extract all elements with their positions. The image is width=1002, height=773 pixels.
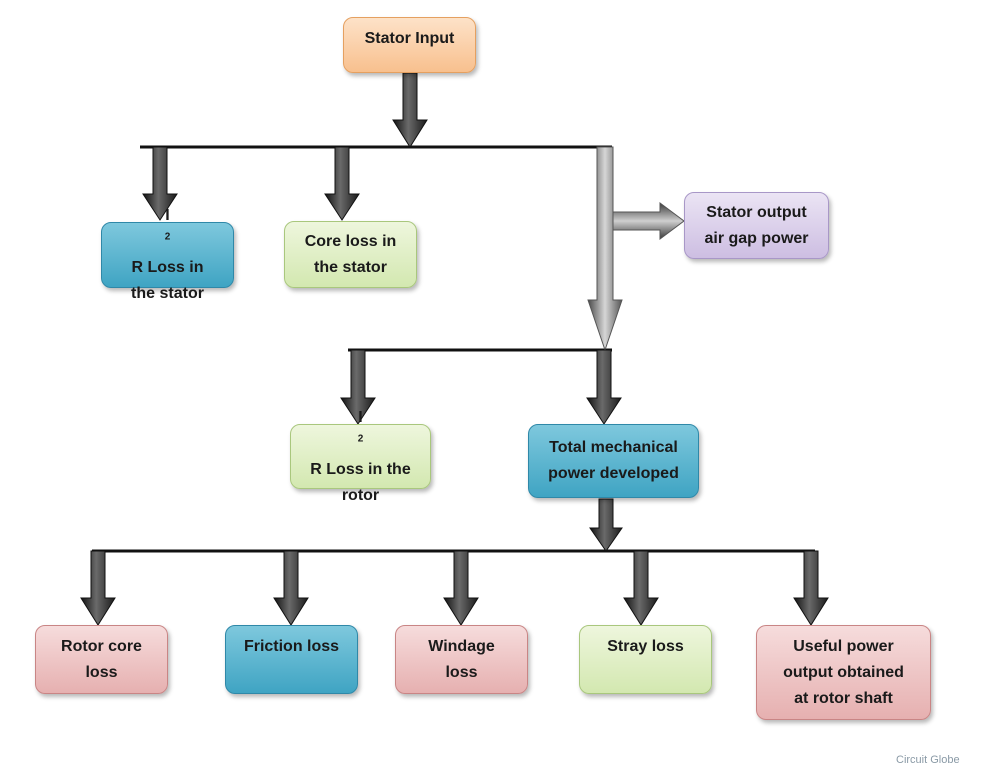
- label-superscript: 2: [357, 433, 364, 445]
- node-label-line2: loss: [445, 663, 478, 681]
- node-label-line1: I 2 R Loss in: [131, 203, 204, 281]
- arrow-to-total-mech: [586, 349, 622, 425]
- arrow-stator-input-down: [392, 72, 428, 148]
- node-stator-input: Stator Input: [343, 17, 476, 73]
- label-prefix: I: [165, 207, 170, 224]
- node-friction-loss: Friction loss: [225, 625, 358, 694]
- arrow-to-rotor-core: [80, 550, 116, 626]
- node-i2r-loss-rotor: I 2 R Loss in the rotor: [290, 409, 431, 504]
- node-label-line2: air gap power: [704, 229, 809, 247]
- node-label-line1: Total mechanical: [549, 439, 678, 456]
- arrow-to-useful-power: [793, 550, 829, 626]
- arrow-to-friction: [273, 550, 309, 626]
- node-label: Stator Input: [364, 30, 455, 47]
- node-label-line1: Rotor core: [61, 637, 142, 655]
- arrow-to-windage: [443, 550, 479, 626]
- label-prefix: I: [358, 408, 363, 426]
- node-label-line2: rotor: [341, 486, 380, 504]
- node-label-line1: Core loss in: [304, 232, 397, 250]
- node-label-line2: power developed: [548, 465, 679, 482]
- arrow-to-i2r-stator: [142, 146, 178, 221]
- label-suffix: R Loss in: [131, 259, 204, 276]
- node-label-line2: loss: [85, 663, 118, 681]
- arrow-to-stray: [623, 550, 659, 626]
- node-label-line2: output obtained: [783, 663, 904, 681]
- label-superscript: 2: [164, 231, 171, 243]
- node-label: Friction loss: [243, 638, 340, 655]
- node-label-line3: at rotor shaft: [794, 689, 893, 707]
- node-i2r-loss-stator: I 2 R Loss in the stator: [101, 207, 234, 302]
- node-label-line1: Windage: [428, 637, 495, 655]
- arrow-total-mech-down: [589, 498, 623, 552]
- node-label-line1: Stator output: [706, 203, 807, 221]
- arrow-to-core-loss: [324, 146, 360, 221]
- node-label-line2: the stator: [314, 258, 387, 276]
- node-label-line1: I 2 R Loss in the: [310, 405, 410, 483]
- node-label-line2: the stator: [131, 285, 204, 302]
- node-rotor-core-loss: Rotor core loss: [35, 625, 168, 694]
- node-stray-loss: Stray loss: [579, 625, 712, 694]
- watermark: Circuit Globe: [896, 754, 960, 766]
- arrow-airgap-down: [587, 146, 623, 352]
- node-label-line1: Useful power: [793, 637, 894, 655]
- node-label: Stray loss: [607, 638, 684, 655]
- node-useful-power-output: Useful power output obtained at rotor sh…: [756, 625, 931, 720]
- node-stator-output: Stator output air gap power: [684, 192, 829, 259]
- label-suffix: R Loss in the: [310, 460, 411, 478]
- node-windage-loss: Windage loss: [395, 625, 528, 694]
- node-total-mechanical-power: Total mechanical power developed: [528, 424, 699, 498]
- arrow-to-i2r-rotor: [340, 349, 376, 425]
- arrow-to-stator-output: [612, 202, 685, 240]
- node-core-loss-stator: Core loss in the stator: [284, 221, 417, 288]
